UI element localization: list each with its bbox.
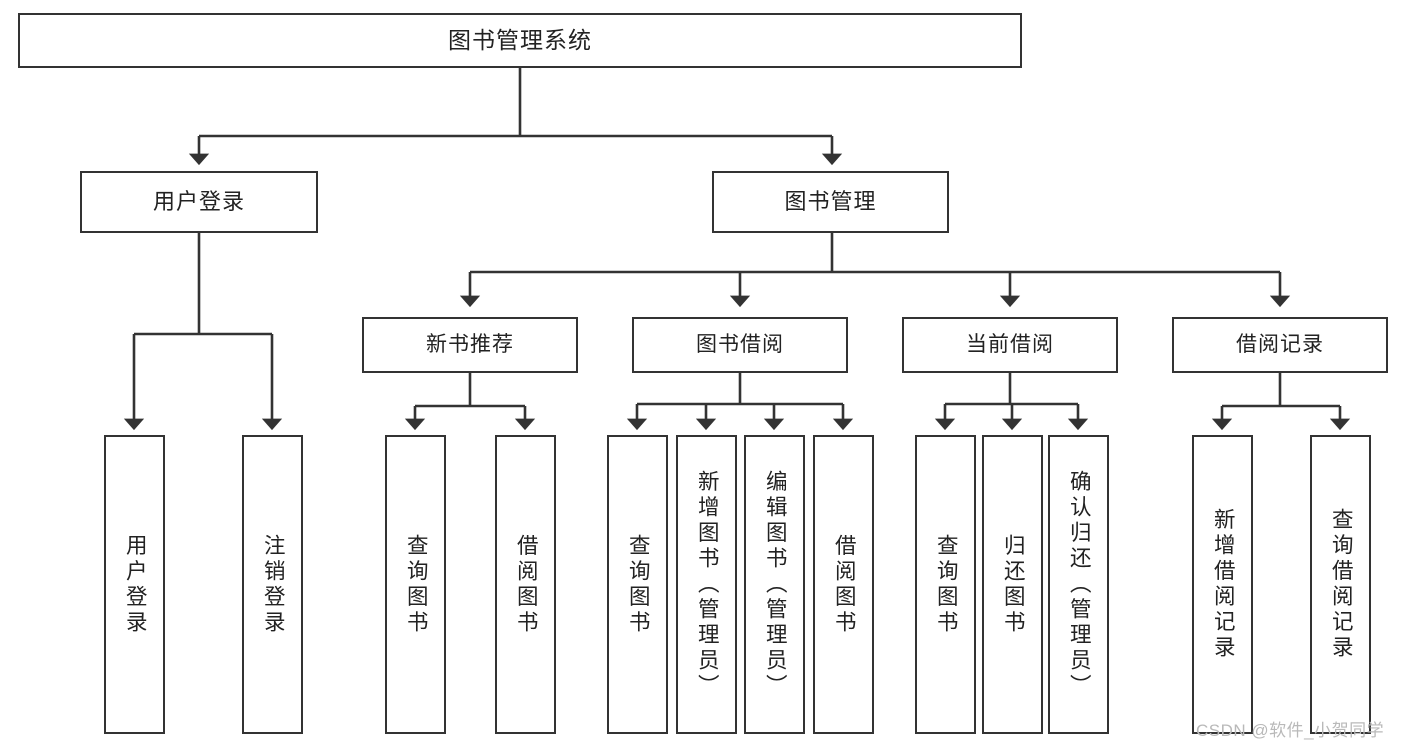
node-borrow-record-label: 借阅记录 (1236, 332, 1324, 356)
node-leaf-borrow-book-1[interactable]: 借阅图书 (495, 435, 556, 734)
node-current-borrow[interactable]: 当前借阅 (902, 317, 1118, 373)
node-new-book-rec-label: 新书推荐 (426, 332, 514, 356)
node-leaf-user-login-label: 用户登录 (123, 533, 148, 636)
node-book-borrow-label: 图书借阅 (696, 332, 784, 356)
node-book-borrow[interactable]: 图书借阅 (632, 317, 848, 373)
node-leaf-query-book-1[interactable]: 查询图书 (385, 435, 446, 734)
node-user-login[interactable]: 用户登录 (80, 171, 318, 233)
node-leaf-edit-book-label: 编辑图书（管理员） (763, 469, 788, 700)
node-leaf-query-record[interactable]: 查询借阅记录 (1310, 435, 1371, 734)
node-leaf-query-book-2[interactable]: 查询图书 (607, 435, 668, 734)
node-leaf-query-book-3-label: 查询图书 (934, 533, 959, 636)
node-new-book-rec[interactable]: 新书推荐 (362, 317, 578, 373)
node-leaf-confirm-return[interactable]: 确认归还（管理员） (1048, 435, 1109, 734)
csdn-watermark: CSDN @软件_小贺同学 (1196, 721, 1385, 740)
node-leaf-user-login[interactable]: 用户登录 (104, 435, 165, 734)
node-book-manage[interactable]: 图书管理 (712, 171, 949, 233)
node-root[interactable]: 图书管理系统 (18, 13, 1022, 68)
node-leaf-borrow-book-2-label: 借阅图书 (832, 533, 857, 636)
node-leaf-add-record-label: 新增借阅记录 (1211, 508, 1236, 661)
node-leaf-query-book-1-label: 查询图书 (404, 533, 429, 636)
node-leaf-query-book-3[interactable]: 查询图书 (915, 435, 976, 734)
node-leaf-add-book[interactable]: 新增图书（管理员） (676, 435, 737, 734)
node-leaf-add-book-label: 新增图书（管理员） (695, 469, 720, 700)
node-leaf-return-book[interactable]: 归还图书 (982, 435, 1043, 734)
node-leaf-query-book-2-label: 查询图书 (626, 533, 651, 636)
node-book-manage-label: 图书管理 (784, 188, 877, 214)
node-leaf-query-record-label: 查询借阅记录 (1329, 508, 1354, 661)
node-leaf-logout-login[interactable]: 注销登录 (242, 435, 303, 734)
node-user-login-label: 用户登录 (152, 188, 245, 214)
node-leaf-edit-book[interactable]: 编辑图书（管理员） (744, 435, 805, 734)
node-borrow-record[interactable]: 借阅记录 (1172, 317, 1388, 373)
node-leaf-logout-login-label: 注销登录 (261, 533, 286, 636)
node-leaf-borrow-book-1-label: 借阅图书 (514, 533, 539, 636)
node-leaf-confirm-return-label: 确认归还（管理员） (1067, 469, 1092, 700)
node-leaf-borrow-book-2[interactable]: 借阅图书 (813, 435, 874, 734)
node-leaf-return-book-label: 归还图书 (1001, 533, 1026, 636)
node-current-borrow-label: 当前借阅 (966, 332, 1054, 356)
node-root-label: 图书管理系统 (448, 26, 592, 53)
node-leaf-add-record[interactable]: 新增借阅记录 (1192, 435, 1253, 734)
